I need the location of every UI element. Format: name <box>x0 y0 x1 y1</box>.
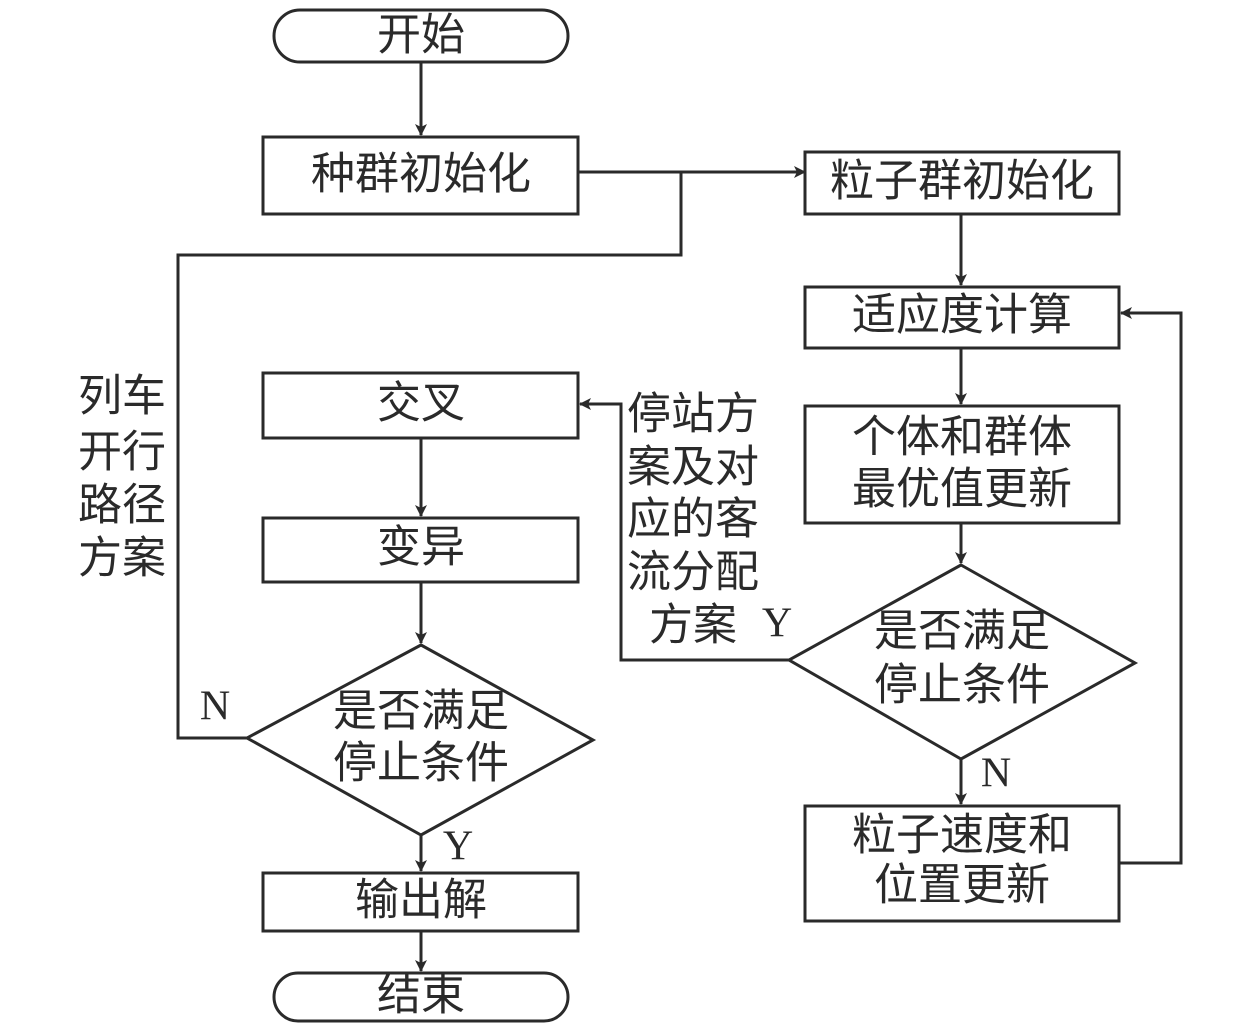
route-plan-line4: 方案 <box>78 533 166 584</box>
stop-plan-line5: 方案 <box>649 600 737 651</box>
route-plan-line3: 路径 <box>78 480 166 531</box>
crossover-label: 交叉 <box>377 378 465 429</box>
best-update-box <box>803 404 1121 525</box>
route-plan-annotation: 列车 开行 路径 方案 <box>78 371 166 584</box>
stop-left-decision <box>243 643 597 837</box>
fitness-box <box>803 285 1121 350</box>
start-label: 开始 <box>377 10 465 61</box>
fitness-label: 适应度计算 <box>852 290 1072 341</box>
start-terminator <box>272 8 570 64</box>
output-label: 输出解 <box>355 875 487 926</box>
crossover-box <box>261 371 580 440</box>
output-box <box>261 871 580 933</box>
best-update-label-line2: 最优值更新 <box>852 464 1072 515</box>
pso-init-label: 粒子群初始化 <box>830 156 1094 207</box>
stop-left-label-line2: 停止条件 <box>333 738 509 789</box>
vel-update-label-line2: 位置更新 <box>874 860 1050 911</box>
stop-left-label-line1: 是否满足 <box>333 686 509 737</box>
mutation-label: 变异 <box>377 522 465 573</box>
stop-right-label-line2: 停止条件 <box>874 660 1050 711</box>
best-update-label-line1: 个体和群体 <box>852 412 1072 463</box>
right-no-label: N <box>981 751 1011 797</box>
pop-init-label: 种群初始化 <box>311 149 531 200</box>
stop-right-decision <box>785 563 1139 761</box>
mutation-box <box>261 516 580 584</box>
arrow-stop-right-yes-to-crossover <box>579 398 789 662</box>
vel-update-label-line1: 粒子速度和 <box>852 810 1072 861</box>
stop-plan-line2: 案及对 <box>627 442 759 493</box>
arrow-stop-left-no-to-pso-init <box>176 172 683 740</box>
end-label: 结束 <box>377 970 465 1021</box>
arrow-vel-update-loop-to-fitness <box>1120 307 1183 865</box>
pso-init-box <box>803 150 1121 216</box>
stop-right-label-line1: 是否满足 <box>874 606 1050 657</box>
left-no-label: N <box>200 684 230 730</box>
pop-init-box <box>261 135 580 216</box>
stop-plan-annotation: 停站方 案及对 应的客 流分配 方案 <box>627 389 759 651</box>
route-plan-line1: 列车 <box>78 371 166 422</box>
stop-plan-line1: 停站方 <box>627 389 759 440</box>
vel-update-box <box>803 804 1121 923</box>
stop-plan-line3: 应的客 <box>627 494 759 545</box>
end-terminator <box>272 971 570 1023</box>
route-plan-line2: 开行 <box>78 427 166 478</box>
left-yes-label: Y <box>443 824 473 870</box>
right-yes-label: Y <box>762 601 792 647</box>
stop-plan-line4: 流分配 <box>627 547 759 598</box>
